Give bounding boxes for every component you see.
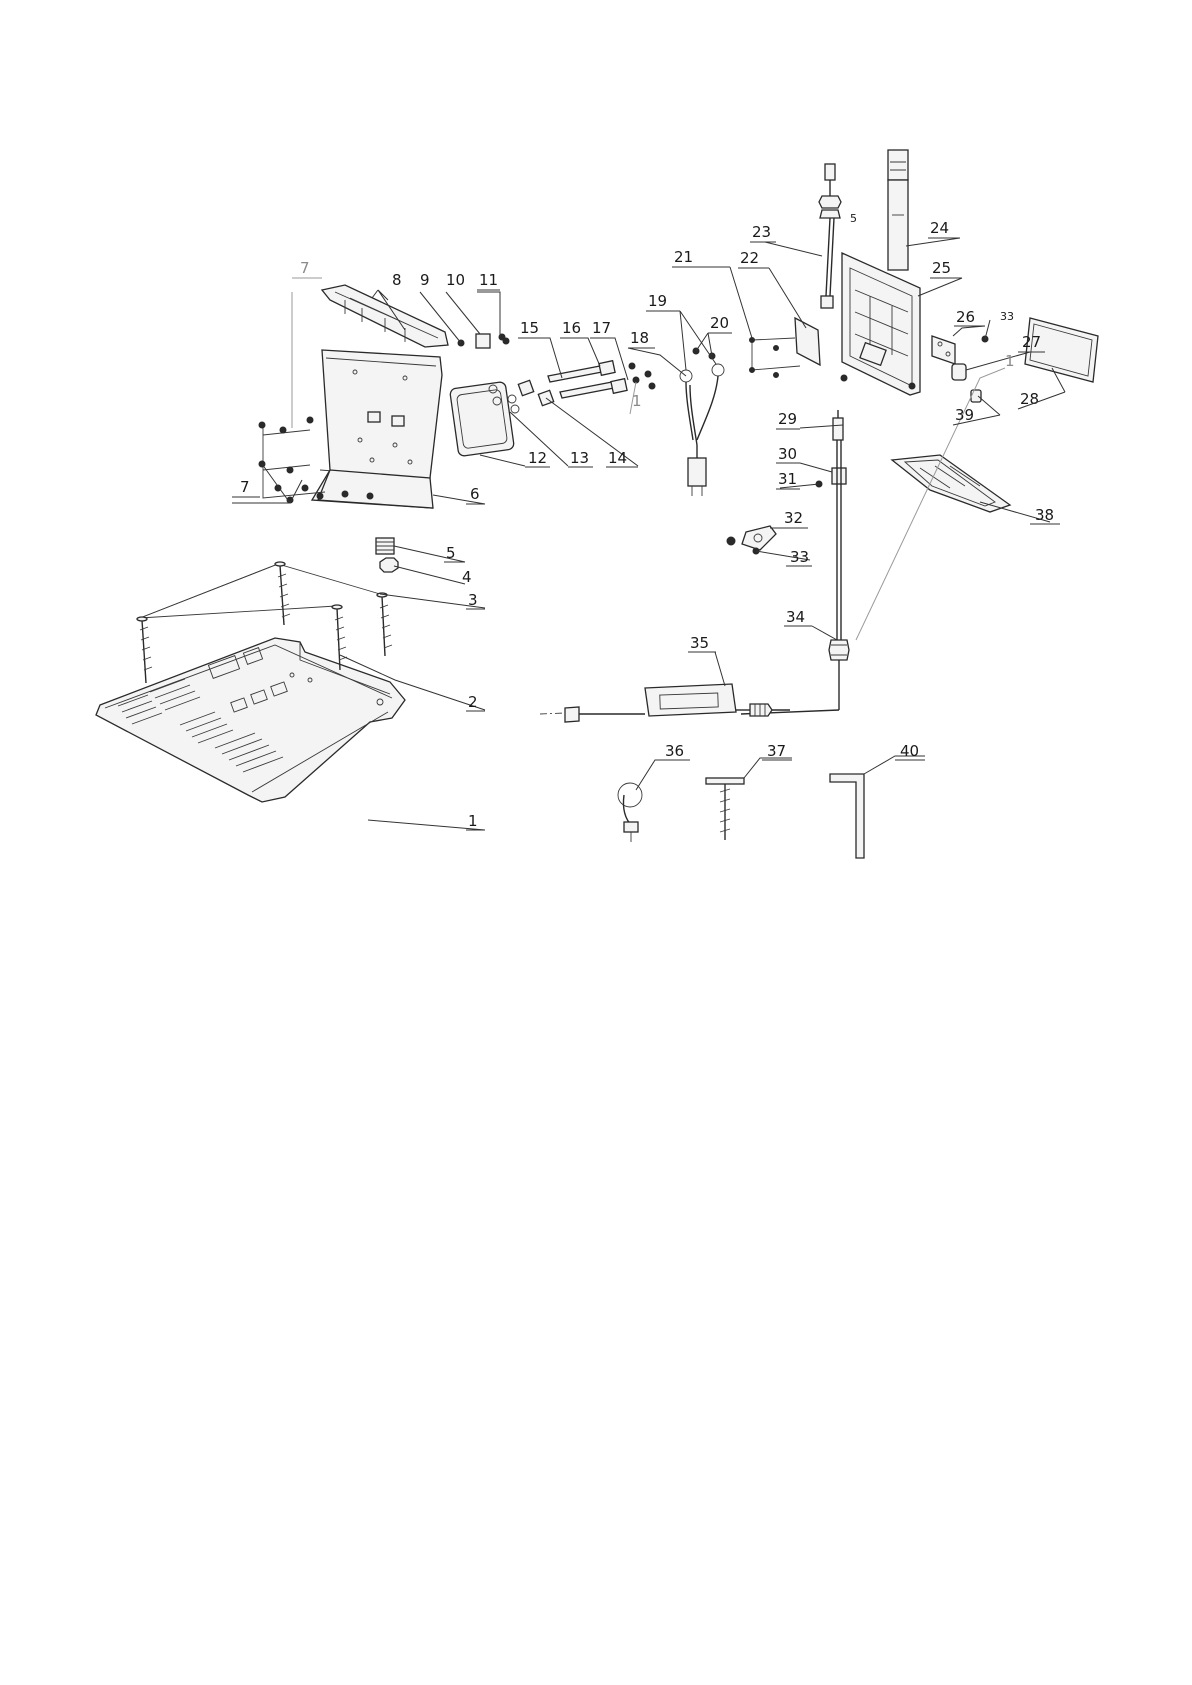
callout-6: 6 — [470, 485, 480, 503]
leader-lines — [232, 238, 1065, 830]
callout-5: 5 — [446, 544, 456, 562]
part-5-cable-gland — [376, 538, 394, 554]
parts-9-10-11-clip-and-screws — [458, 334, 509, 348]
callout-34: 34 — [786, 608, 805, 626]
callout-21: 21 — [674, 248, 693, 266]
part-22-cover-plate — [795, 318, 820, 365]
callout-23: 23 — [752, 223, 771, 241]
callout-26: 26 — [956, 308, 975, 326]
callout-1-grey-small: 1 — [632, 392, 642, 410]
part-21-screws — [750, 338, 801, 378]
part-23-sensor-cable — [819, 164, 841, 308]
callout-24: 24 — [930, 219, 949, 237]
callout-20: 20 — [710, 314, 729, 332]
callout-17: 17 — [592, 319, 611, 337]
callout-8: 8 — [392, 271, 402, 289]
callout-1: 1 — [468, 812, 478, 830]
callout-12: 12 — [528, 449, 547, 467]
part-26-bracket — [932, 336, 955, 364]
callout-31: 31 — [778, 470, 797, 488]
callout-19: 19 — [648, 292, 667, 310]
part-19-wire-harness — [680, 364, 724, 496]
callout-32: 32 — [784, 509, 803, 527]
part-2-base-plate — [96, 638, 405, 802]
part-37-stake — [706, 778, 744, 840]
callout-2: 2 — [468, 693, 478, 711]
callout-1-grey-right: 1 — [1005, 352, 1015, 370]
callout-33: 33 — [790, 548, 809, 566]
callout-27: 27 — [1022, 333, 1041, 351]
callout-4: 4 — [462, 568, 472, 586]
callout-33-upper: 33 — [1000, 310, 1014, 323]
part-36-cable-connector-clip — [618, 783, 642, 842]
part-12-gasket — [450, 381, 515, 456]
part-39-plug — [971, 390, 981, 402]
callout-36: 36 — [665, 742, 684, 760]
part-25-front-housing — [841, 253, 920, 395]
callout-29: 29 — [778, 410, 797, 428]
part-32-cable-holder — [727, 526, 776, 550]
callout-9: 9 — [420, 271, 430, 289]
callout-38: 38 — [1035, 506, 1054, 524]
callout-40: 40 — [900, 742, 919, 760]
part-24-connector-post — [888, 150, 908, 270]
callout-10: 10 — [446, 271, 465, 289]
part-40-hex-key — [830, 774, 864, 858]
callout-37: 37 — [767, 742, 786, 760]
part-35-power-supply — [540, 684, 790, 722]
callout-7-lower: 7 — [240, 478, 250, 496]
callout-25: 25 — [932, 259, 951, 277]
callout-16: 16 — [562, 319, 581, 337]
callout-30: 30 — [778, 445, 797, 463]
part-8-top-cover — [322, 285, 448, 347]
callout-22: 22 — [740, 249, 759, 267]
callout-14: 14 — [608, 449, 627, 467]
callout-3: 3 — [468, 591, 478, 609]
callout-5-upper: 5 — [850, 212, 857, 225]
callout-7-upper: 7 — [300, 259, 310, 277]
callout-15: 15 — [520, 319, 539, 337]
callout-13: 13 — [570, 449, 589, 467]
part-38-tray — [892, 455, 1010, 512]
callout-11: 11 — [479, 271, 498, 289]
part-6-back-plate — [312, 350, 442, 508]
part-27-sleeve — [952, 364, 966, 380]
part-30-cable-clamp — [832, 468, 846, 484]
callout-18: 18 — [630, 329, 649, 347]
part-4-nut — [380, 558, 398, 572]
callout-35: 35 — [690, 634, 709, 652]
